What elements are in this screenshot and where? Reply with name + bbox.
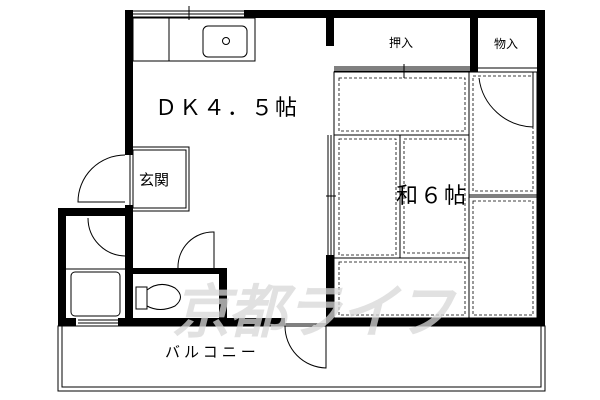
closets	[334, 64, 537, 78]
room-label-balcony: バルコニー	[165, 343, 260, 361]
watermark: 京都ライフ	[172, 278, 454, 346]
kitchen-counter	[132, 17, 256, 62]
sink-drain-icon	[222, 37, 230, 45]
bath-window	[78, 319, 118, 324]
toilet-door-icon	[177, 231, 215, 269]
tatami-mats	[333, 71, 538, 319]
room-label-monoire: 物入	[494, 37, 519, 51]
bath-door-icon	[87, 217, 126, 257]
bathtub-icon	[70, 271, 121, 317]
room-label-genkan: 玄関	[139, 171, 170, 189]
walls	[58, 10, 545, 326]
kitchen-sink-icon	[202, 25, 248, 58]
toilet-icon	[135, 284, 181, 310]
tatami-dashes	[338, 75, 534, 316]
storage-door-icon	[478, 77, 534, 128]
window-top	[133, 6, 244, 20]
genkan	[129, 146, 190, 212]
room-label-dk: ＤＫ４．５帖	[155, 96, 300, 121]
sliding-door	[326, 135, 336, 255]
room-label-oshiire: 押入	[389, 36, 414, 50]
balcony	[57, 325, 546, 392]
balcony-door-icon	[284, 325, 327, 369]
entrance-door-icon	[77, 154, 126, 203]
room-label-washitsu: 和６帖	[396, 184, 469, 209]
